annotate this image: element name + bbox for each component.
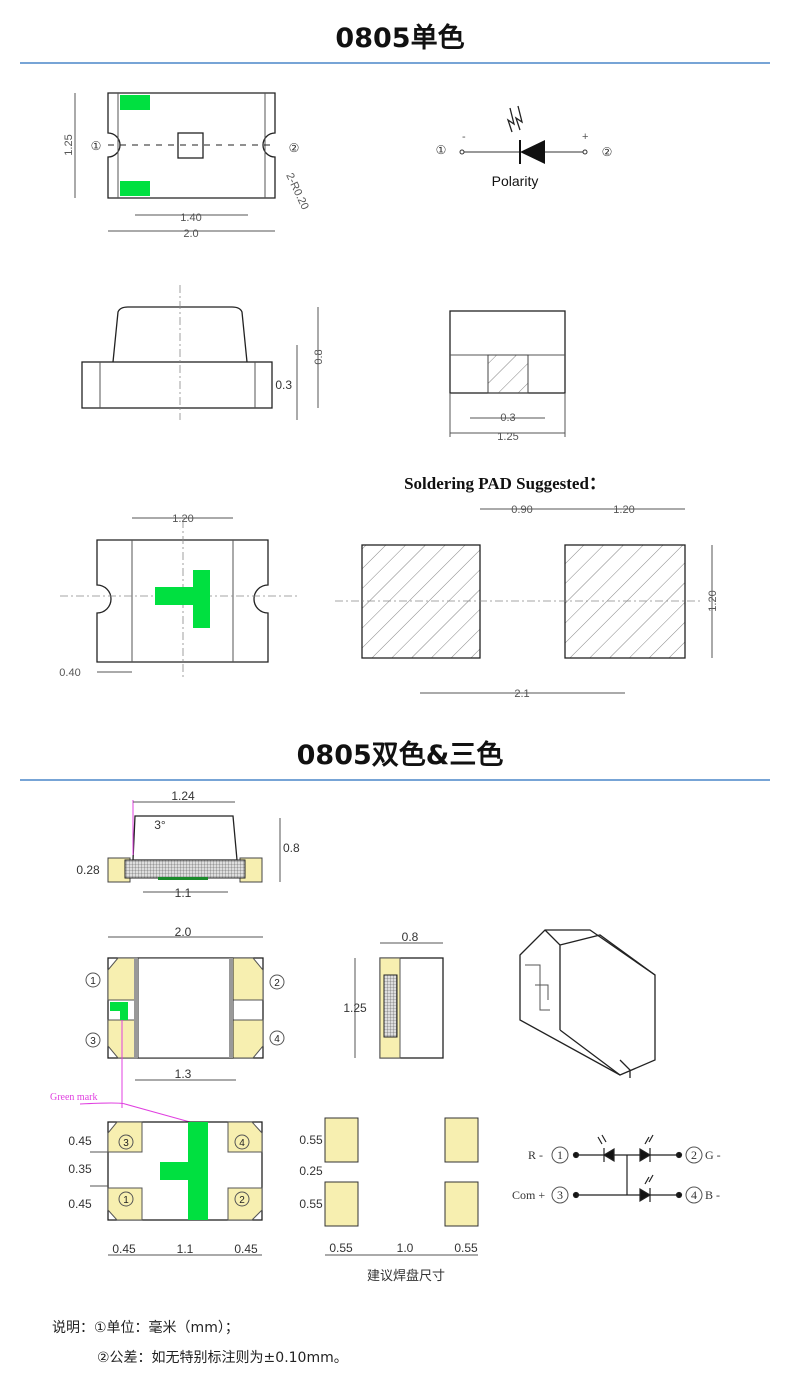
green-mark bbox=[110, 1002, 128, 1020]
isometric-view bbox=[519, 929, 656, 1078]
diode-icon bbox=[520, 140, 545, 164]
dim-pad-span: 1.40 bbox=[180, 212, 201, 224]
single-bottom-view: 1.20 0.40 bbox=[59, 513, 300, 680]
pin-label: 4 bbox=[691, 1188, 697, 1202]
red-label: R - bbox=[528, 1148, 543, 1162]
dim-height: 1.25 bbox=[343, 1001, 367, 1015]
multi-end-view: 0.8 1.25 bbox=[343, 930, 444, 1059]
multi-top-view: 2.0 1.3 1 2 3 4 Green mark bbox=[50, 925, 285, 1123]
single-top-view: ① ② 1.25 1.40 2.0 2-R0.20 bbox=[63, 92, 311, 240]
dim-pad-width: 0.45 bbox=[234, 1242, 258, 1256]
pin-label: 1 bbox=[90, 976, 96, 987]
pin-label: 4 bbox=[239, 1138, 245, 1149]
dim-width: 0.8 bbox=[402, 930, 419, 944]
plus-sign: + bbox=[582, 131, 588, 143]
dim-angle: 3° bbox=[154, 818, 166, 832]
dim-pad-width: 0.3 bbox=[500, 412, 515, 424]
pin-label: 3 bbox=[90, 1036, 96, 1047]
pin1-label: ① bbox=[91, 139, 102, 153]
blue-label: B - bbox=[705, 1188, 720, 1202]
green-pad bbox=[120, 95, 150, 110]
dim-width: 2.0 bbox=[175, 925, 192, 939]
multi-side-view: 1.24 3° 0.8 0.28 1.1 bbox=[76, 789, 300, 900]
dim-pad-width: 1.20 bbox=[613, 504, 634, 516]
minus-sign: - bbox=[462, 131, 466, 143]
polarity-label: Polarity bbox=[492, 173, 539, 189]
pin-label: 2 bbox=[691, 1148, 697, 1162]
pin2-label: ② bbox=[602, 145, 613, 159]
dim-pad-height: 1.20 bbox=[707, 590, 719, 611]
dim-width: 1.25 bbox=[497, 431, 518, 443]
section-title-single-color: 0805单色 bbox=[335, 22, 464, 54]
pin-label: 3 bbox=[123, 1138, 129, 1149]
dim-base-height: 0.3 bbox=[275, 378, 292, 392]
green-polarity-mark bbox=[160, 1122, 208, 1220]
dim-pad-height: 0.55 bbox=[299, 1133, 323, 1147]
pin2-label: ② bbox=[289, 141, 300, 155]
dim-total: 2.1 bbox=[514, 688, 529, 700]
dim-pad-height: 0.45 bbox=[68, 1197, 92, 1211]
pin-label: 4 bbox=[274, 1034, 280, 1045]
dim-height: 1.25 bbox=[63, 134, 75, 155]
pin-label: 2 bbox=[274, 978, 280, 989]
dim-gap: 0.35 bbox=[68, 1162, 92, 1176]
dim-total-height: 0.8 bbox=[313, 349, 325, 364]
green-polarity-mark bbox=[155, 570, 210, 628]
led-blue-icon bbox=[639, 1187, 652, 1203]
note-units: 说明：①单位：毫米（mm）； bbox=[52, 1319, 239, 1336]
green-label: G - bbox=[705, 1148, 721, 1162]
dim-pad-width: 0.45 bbox=[112, 1242, 136, 1256]
dim-pad-width: 0.55 bbox=[329, 1241, 353, 1255]
dim-radius: 2-R0.20 bbox=[283, 171, 310, 212]
green-pad bbox=[120, 181, 150, 196]
section-title-bi-tri-color: 0805双色&三色 bbox=[297, 739, 504, 771]
multi-pad-layout: 0.55 0.25 0.55 0.55 1.0 0.55 建议焊盘尺寸 bbox=[299, 1117, 479, 1284]
pin-label: 2 bbox=[239, 1195, 245, 1206]
single-pad-layout: 0.90 1.20 1.20 2.1 bbox=[335, 504, 719, 700]
dim-bottom-width: 1.1 bbox=[175, 886, 192, 900]
circuit-diagram: R - Com + 1 3 2 4 G - B - bbox=[512, 1134, 721, 1204]
polarity-symbol: ① ② - + Polarity bbox=[436, 105, 613, 189]
pin-label: 3 bbox=[557, 1188, 563, 1202]
common-label: Com + bbox=[512, 1188, 545, 1202]
dim-pad-height: 0.45 bbox=[68, 1134, 92, 1148]
dim-gap: 0.90 bbox=[511, 504, 532, 516]
dim-base-height: 0.28 bbox=[76, 863, 100, 877]
dim-inner-width: 1.20 bbox=[172, 513, 193, 525]
dim-height: 0.8 bbox=[283, 841, 300, 855]
multi-bottom-view: 3 4 1 2 0.45 0.35 0.45 0.45 1.1 0.45 bbox=[68, 1121, 263, 1256]
dim-top-width: 1.24 bbox=[171, 789, 195, 803]
dim-gap: 0.25 bbox=[299, 1164, 323, 1178]
dim-body-width: 1.3 bbox=[175, 1067, 192, 1081]
dim-pad-height: 0.55 bbox=[299, 1197, 323, 1211]
pad-caption: 建议焊盘尺寸 bbox=[367, 1268, 445, 1284]
dim-mid: 1.0 bbox=[397, 1241, 414, 1255]
note-tolerance: ②公差：如无特别标注则为±0.10mm。 bbox=[97, 1350, 348, 1366]
dim-pad-width: 0.55 bbox=[454, 1241, 478, 1255]
dim-width: 2.0 bbox=[183, 228, 198, 240]
dim-edge: 0.40 bbox=[59, 667, 80, 679]
light-arrows-icon bbox=[506, 105, 524, 133]
led-red-icon bbox=[602, 1147, 615, 1163]
dim-mid: 1.1 bbox=[177, 1242, 194, 1256]
pin-label: 1 bbox=[123, 1195, 129, 1206]
soldering-pad-title: Soldering PAD Suggested： bbox=[404, 474, 606, 493]
pin1-label: ① bbox=[436, 143, 447, 157]
led-green-icon bbox=[639, 1147, 652, 1163]
green-mark-label: Green mark bbox=[50, 1092, 97, 1103]
single-side-view: 0.8 0.3 bbox=[81, 285, 325, 420]
single-end-view: 0.3 1.25 bbox=[449, 310, 566, 443]
pin-label: 1 bbox=[557, 1148, 563, 1162]
